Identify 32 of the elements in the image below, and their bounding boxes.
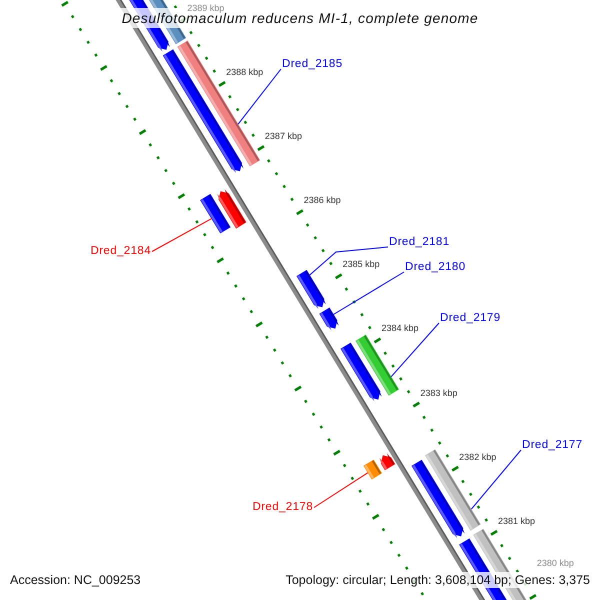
scale-label: 2386 kbp: [304, 195, 341, 206]
leader-line: [309, 246, 388, 276]
scale-label: 2383 kbp: [420, 388, 458, 399]
gene-label: Dred_2177: [522, 439, 583, 452]
scale-label: 2382 kbp: [459, 452, 496, 463]
scale-label: 2381 kbp: [498, 516, 536, 527]
gene-feature: [356, 334, 399, 396]
gene-label: Dred_2181: [389, 236, 450, 249]
scale-label: 2387 kbp: [264, 131, 302, 142]
gene-label: Dred_2179: [440, 312, 501, 325]
leader-line: [390, 322, 440, 378]
scale-label: 2384 kbp: [381, 323, 419, 334]
scale-label: 2389 kbp: [187, 2, 224, 13]
scale-label: 2380 kbp: [536, 558, 574, 569]
gene-feature: [425, 449, 481, 531]
gene-feature: [296, 270, 326, 309]
gene-label: Dred_2180: [405, 261, 466, 274]
scale-label: 2385 kbp: [342, 259, 380, 270]
leader-line: [152, 218, 212, 252]
gene-feature: [363, 460, 382, 480]
genome-summary-label: Topology: circular; Length: 3,608,104 bp; Genes: 3,375: [284, 572, 592, 588]
scale-label: 2388 kbp: [226, 66, 264, 78]
gene-feature: [319, 308, 339, 330]
gene-feature: [200, 194, 231, 234]
leader-line: [470, 450, 522, 510]
gene-label: Dred_2178: [252, 501, 313, 514]
gene-label: Dred_2184: [90, 245, 151, 258]
gene-label: Dred_2185: [282, 58, 343, 71]
leader-line: [314, 472, 368, 508]
accession-label: Accession: NC_009253: [8, 572, 143, 588]
leader-line: [332, 272, 404, 315]
leader-line: [238, 68, 282, 125]
